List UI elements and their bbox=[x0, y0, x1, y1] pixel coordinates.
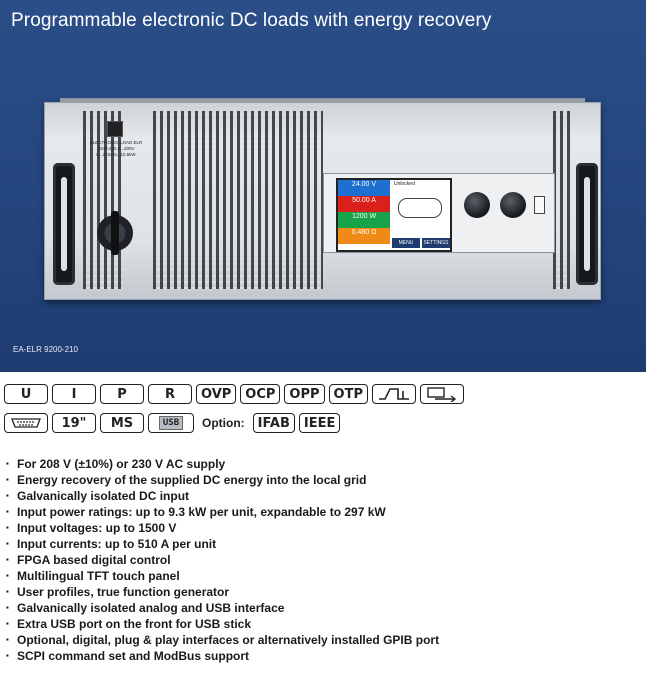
list-item: Input power ratings: up to 9.3 kW per un… bbox=[6, 504, 439, 520]
function-generator-icon bbox=[371, 384, 416, 404]
ieee-icon: IEEE bbox=[298, 413, 341, 433]
right-handle bbox=[576, 163, 598, 285]
ocp-icon: OCP bbox=[240, 384, 281, 404]
list-item: Input voltages: up to 1500 V bbox=[6, 520, 439, 536]
menu-button: MENU bbox=[392, 238, 420, 248]
list-item: User profiles, true function generator bbox=[6, 584, 439, 600]
right-rotary-knob bbox=[500, 192, 526, 218]
list-item: FPGA based digital control bbox=[6, 552, 439, 568]
usb-icon: USB bbox=[148, 413, 194, 433]
vent-grille bbox=[553, 111, 571, 289]
resistance-icon: R bbox=[148, 384, 192, 404]
current-readout: 50.00 A bbox=[338, 196, 390, 212]
feature-icons-row-2: 19" MS USB Option: IFAB IEEE bbox=[4, 413, 344, 433]
voltage-readout: 24.00 V bbox=[338, 180, 390, 196]
voltage-icon: U bbox=[4, 384, 48, 404]
option-label: Option: bbox=[202, 416, 245, 430]
ifab-icon: IFAB bbox=[252, 413, 295, 433]
device-label: ELECTRONIC LOAD ELR 9200-210 0...200V 0.… bbox=[89, 140, 143, 157]
power-readout: 1200 W bbox=[338, 212, 390, 228]
list-item: Multilingual TFT touch panel bbox=[6, 568, 439, 584]
control-panel: 24.00 V 50.00 A 1200 W 0.480 Ω Unlocked … bbox=[323, 173, 555, 253]
usb-label: USB bbox=[158, 416, 184, 430]
resistance-readout: 0.480 Ω bbox=[338, 228, 390, 244]
feature-icons-row-1: U I P R OVP OCP OPP OTP bbox=[4, 384, 468, 404]
power-switch bbox=[97, 211, 133, 255]
left-handle bbox=[53, 163, 75, 285]
table-function-icon bbox=[419, 384, 464, 404]
list-item: Input currents: up to 510 A per unit bbox=[6, 536, 439, 552]
model-caption: EA-ELR 9200-210 bbox=[13, 345, 78, 354]
feature-list: For 208 V (±10%) or 230 V AC supply Ener… bbox=[6, 456, 439, 664]
vent-grille bbox=[83, 111, 123, 289]
list-item: For 208 V (±10%) or 230 V AC supply bbox=[6, 456, 439, 472]
left-rotary-knob bbox=[464, 192, 490, 218]
list-item: SCPI command set and ModBus support bbox=[6, 648, 439, 664]
opp-icon: OPP bbox=[284, 384, 325, 404]
hero-banner: Programmable electronic DC loads with en… bbox=[0, 0, 646, 372]
device-front-panel: ELECTRONIC LOAD ELR 9200-210 0...200V 0.… bbox=[44, 102, 601, 300]
input-toggle-icon bbox=[398, 198, 442, 218]
list-item: Energy recovery of the supplied DC energ… bbox=[6, 472, 439, 488]
list-item: Extra USB port on the front for USB stic… bbox=[6, 616, 439, 632]
db-connector-icon bbox=[4, 413, 48, 433]
otp-icon: OTP bbox=[328, 384, 368, 404]
power-icon: P bbox=[100, 384, 144, 404]
tft-display: 24.00 V 50.00 A 1200 W 0.480 Ω Unlocked … bbox=[336, 178, 452, 252]
page-title: Programmable electronic DC loads with en… bbox=[11, 10, 492, 31]
front-usb-port bbox=[534, 196, 545, 214]
vent-grille bbox=[153, 111, 323, 289]
rack-19-icon: 19" bbox=[52, 413, 96, 433]
current-icon: I bbox=[52, 384, 96, 404]
master-slave-icon: MS bbox=[100, 413, 144, 433]
ovp-icon: OVP bbox=[196, 384, 237, 404]
brand-logo bbox=[107, 121, 123, 137]
lock-status: Unlocked bbox=[394, 181, 415, 187]
list-item: Galvanically isolated DC input bbox=[6, 488, 439, 504]
list-item: Galvanically isolated analog and USB int… bbox=[6, 600, 439, 616]
list-item: Optional, digital, plug & play interface… bbox=[6, 632, 439, 648]
settings-button: SETTINGS bbox=[422, 238, 450, 248]
